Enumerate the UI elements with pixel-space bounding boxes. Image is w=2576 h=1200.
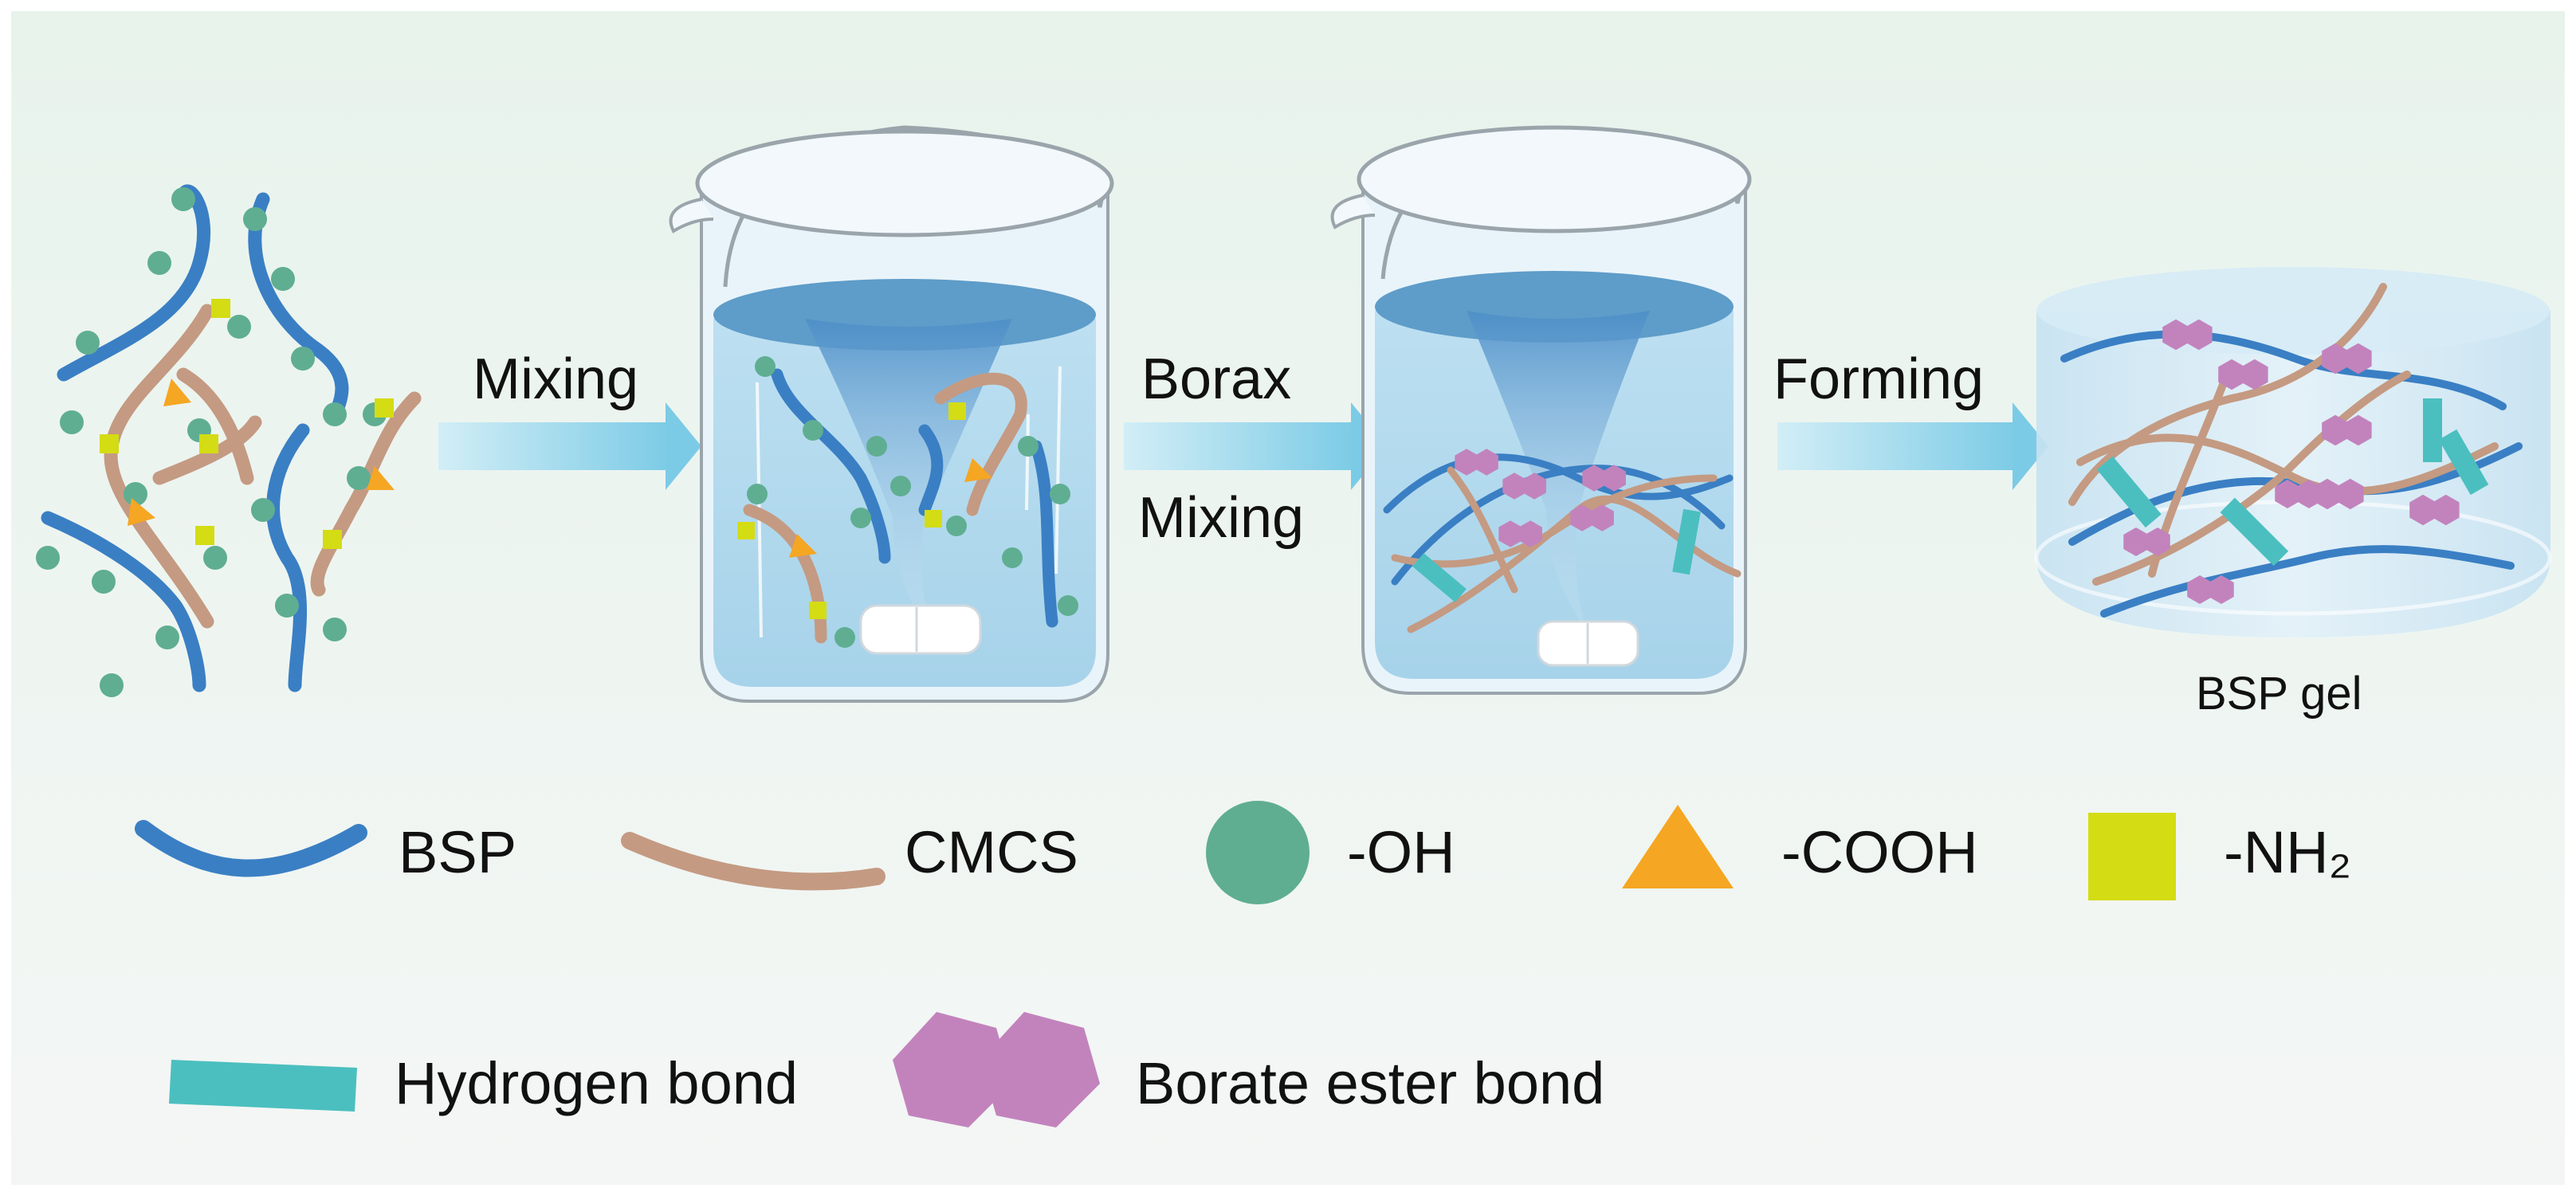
step-label-borax: Borax [1141, 347, 1291, 411]
legend-label-nh2: -NH₂ [2224, 819, 2351, 885]
beaker-2 [1330, 125, 1752, 695]
step-label-mixing: Mixing [473, 347, 638, 411]
legend-nh2-icon [2088, 813, 2176, 900]
legend-bsp-icon [135, 820, 367, 877]
legend-label-cmcs: CMCS [905, 819, 1078, 885]
legend-label-bsp: BSP [399, 819, 516, 885]
arrow-forming [1777, 402, 2048, 490]
stage-raw-mixture [36, 184, 422, 697]
legend-label-hydrogen-bond: Hydrogen bond [395, 1050, 798, 1116]
bsp-gel-cylinder [2034, 267, 2552, 637]
step-label-mixing-2: Mixing [1138, 486, 1304, 550]
step-label-forming: Forming [1773, 347, 1984, 411]
legend-label-cooh: -COOH [1781, 819, 1978, 885]
legend-cooh-icon [1622, 805, 1734, 888]
legend-cmcs-icon [621, 832, 886, 891]
legend-hydrogen-bond-icon [169, 1060, 357, 1112]
legend-label-borate-ester-bond: Borate ester bond [1136, 1050, 1604, 1116]
legend-label-oh: -OH [1347, 819, 1455, 885]
legend-oh-icon [1206, 801, 1310, 904]
product-label: BSP gel [2196, 668, 2362, 720]
legend: BSP CMCS -OH -COOH -NH₂ Hydrogen bond Bo… [135, 801, 2351, 1127]
arrow-mixing [438, 402, 701, 490]
legend-borate-ester-bond-icon [893, 1012, 1100, 1127]
beaker-1 [669, 125, 1114, 703]
